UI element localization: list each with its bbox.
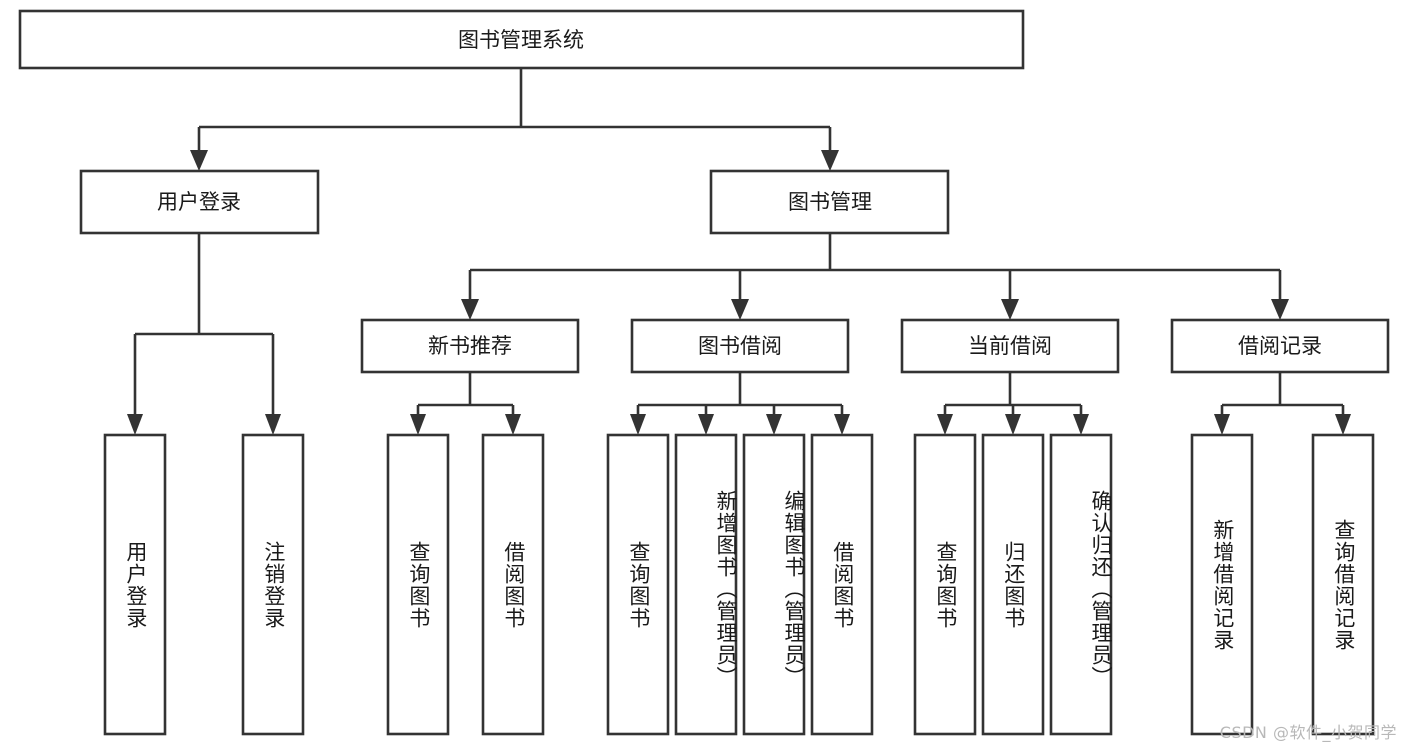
node-borrow-records-box[interactable] [1170,318,1390,374]
connector-user-login-to-leaves [127,233,281,435]
node-root-label: 图书管理系统 [458,28,584,52]
arrowhead-book-borrow [731,299,749,320]
connector-root-to-level1 [190,68,839,171]
arrowhead-br-leaf-1 [1214,414,1230,435]
leaf-box-book-borrow-3[interactable] [742,433,806,736]
connector-book-borrow-to-leaves [630,372,850,435]
arrowhead-ul-leaf-2 [265,414,281,435]
node-new-book-recommend-label: 新书推荐 [428,334,512,358]
leaf-box-book-borrow-4[interactable] [810,433,874,736]
node-root-system[interactable]: 图书管理系统 [18,9,1025,70]
node-root-box[interactable] [18,9,1025,70]
leaf-box-current-borrow-3[interactable] [1049,433,1113,736]
arrowhead-cb-leaf-3 [1073,414,1089,435]
node-user-login-label: 用户登录 [157,190,241,214]
node-user-login[interactable]: 用户登录 [79,169,320,235]
leaf-box-new-book-1[interactable] [386,433,450,736]
node-book-borrow-label: 图书借阅 [698,334,782,358]
arrowhead-current-borrow [1001,299,1019,320]
node-borrow-records-label: 借阅记录 [1238,334,1322,358]
node-book-borrow[interactable]: 图书借阅 [630,318,850,374]
node-new-book-recommend-box[interactable] [360,318,580,374]
node-book-management-label: 图书管理 [788,190,872,214]
arrowhead-cb-leaf-1 [937,414,953,435]
connector-current-borrow-to-leaves [937,372,1089,435]
node-new-book-recommend[interactable]: 新书推荐 [360,318,580,374]
leaf-box-user-login-2[interactable] [241,433,305,736]
csdn-watermark: CSDN @软件_小贺同学 [1219,723,1397,742]
connector-book-mgmt-to-level2 [461,233,1289,320]
arrowhead-user-login [190,150,208,171]
leaf-box-book-borrow-2[interactable] [674,433,738,736]
node-current-borrow-label: 当前借阅 [968,334,1052,358]
leaf-box-current-borrow-2[interactable] [981,433,1045,736]
arrowhead-bb-leaf-1 [630,414,646,435]
connector-new-book-to-leaves [410,372,521,435]
arrowhead-bb-leaf-3 [766,414,782,435]
arrowhead-nb-leaf-2 [505,414,521,435]
leaf-box-new-book-2[interactable] [481,433,545,736]
leaf-box-book-borrow-1[interactable] [606,433,670,736]
leaf-box-user-login-1[interactable] [103,433,167,736]
arrowhead-ul-leaf-1 [127,414,143,435]
connector-borrow-records-to-leaves [1214,372,1351,435]
node-book-management[interactable]: 图书管理 [709,169,950,235]
arrowhead-nb-leaf-1 [410,414,426,435]
node-current-borrow[interactable]: 当前借阅 [900,318,1120,374]
node-borrow-records[interactable]: 借阅记录 [1170,318,1390,374]
arrowhead-bb-leaf-4 [834,414,850,435]
node-current-borrow-box[interactable] [900,318,1120,374]
leaf-box-current-borrow-1[interactable] [913,433,977,736]
arrowhead-br-leaf-2 [1335,414,1351,435]
node-book-borrow-box[interactable] [630,318,850,374]
arrowhead-cb-leaf-2 [1005,414,1021,435]
arrowhead-borrow-records [1271,299,1289,320]
arrowhead-book-mgmt [821,150,839,171]
leaf-box-borrow-records-2[interactable] [1311,433,1375,736]
leaf-box-borrow-records-1[interactable] [1190,433,1254,736]
arrowhead-bb-leaf-2 [698,414,714,435]
arrowhead-new-book [461,299,479,320]
node-book-management-box[interactable] [709,169,950,235]
